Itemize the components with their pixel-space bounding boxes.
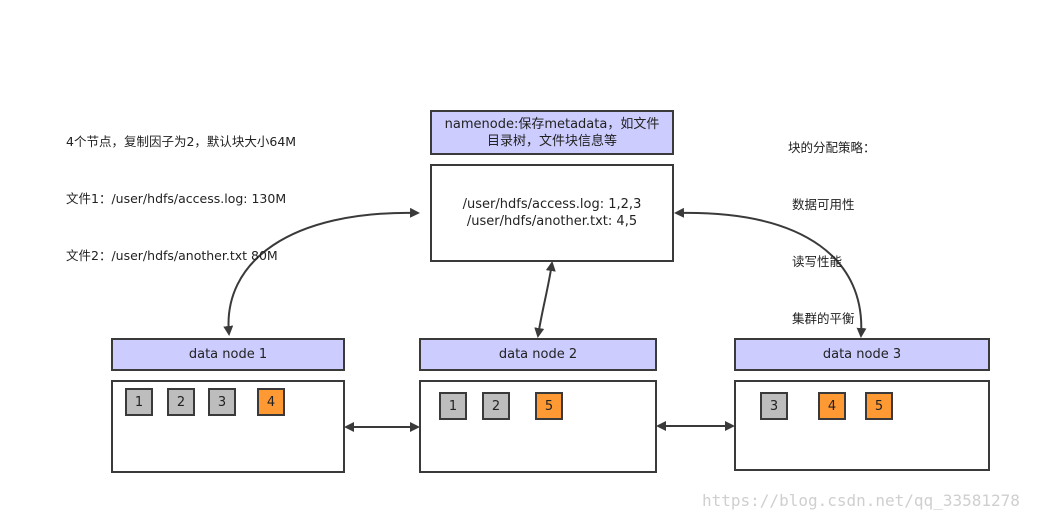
namenode-header: namenode:保存metadata，如文件 目录树，文件块信息等 (430, 110, 674, 155)
namenode-entry-another-txt: /user/hdfs/another.txt: 4,5 (466, 214, 638, 229)
strategy-title: 块的分配策略： (788, 140, 876, 155)
datanode-3-label: data node 3 (822, 347, 902, 362)
namenode-entry-access-log: /user/hdfs/access.log: 1,2,3 (462, 197, 642, 212)
cluster-info-note: 4个节点，复制因子为2，默认块大小64M 文件1：/user/hdfs/acce… (66, 94, 296, 284)
datanode-3-block: 4 (818, 392, 846, 420)
datanode-3-block: 5 (865, 392, 893, 420)
cluster-info-line-3: 文件2：/user/hdfs/another.txt 80M (66, 248, 278, 263)
datanode-2-header: data node 2 (419, 338, 657, 371)
datanode-1-header: data node 1 (111, 338, 345, 371)
cluster-info-line-1: 4个节点，复制因子为2，默认块大小64M (66, 134, 297, 149)
datanode-1-storage: 1 2 3 4 (111, 380, 345, 473)
watermark: https://blog.csdn.net/qq_33581278 (702, 491, 1020, 510)
datanode-2-label: data node 2 (498, 347, 578, 362)
namenode-header-text: namenode:保存metadata，如文件 目录树，文件块信息等 (444, 116, 660, 149)
namenode-metadata-box: /user/hdfs/access.log: 1,2,3 /user/hdfs/… (430, 164, 674, 262)
datanode-2-block: 2 (482, 392, 510, 420)
strategy-item-availability: 数据可用性 (788, 197, 855, 212)
datanode-2-block: 5 (535, 392, 563, 420)
datanode-2-block: 1 (439, 392, 467, 420)
link-namenode-datanode3 (674, 207, 867, 338)
datanode-1-label: data node 1 (188, 347, 268, 362)
datanode-2-storage: 1 2 5 (419, 380, 657, 473)
link-namenode-datanode2 (534, 261, 556, 338)
datanode-1-block: 1 (125, 388, 153, 416)
datanode-1-block: 3 (208, 388, 236, 416)
datanode-3-header: data node 3 (734, 338, 990, 371)
allocation-strategy-note: 块的分配策略： 数据可用性 读写性能 集群的平衡 (788, 100, 876, 347)
datanode-1-block: 2 (167, 388, 195, 416)
datanode-3-block: 3 (760, 392, 788, 420)
datanode-1-block: 4 (257, 388, 285, 416)
datanode-3-storage: 3 4 5 (734, 380, 990, 471)
strategy-item-balance: 集群的平衡 (788, 311, 855, 326)
strategy-item-performance: 读写性能 (788, 254, 842, 269)
cluster-info-line-2: 文件1：/user/hdfs/access.log: 130M (66, 191, 287, 206)
link-namenode-datanode1 (223, 207, 420, 336)
